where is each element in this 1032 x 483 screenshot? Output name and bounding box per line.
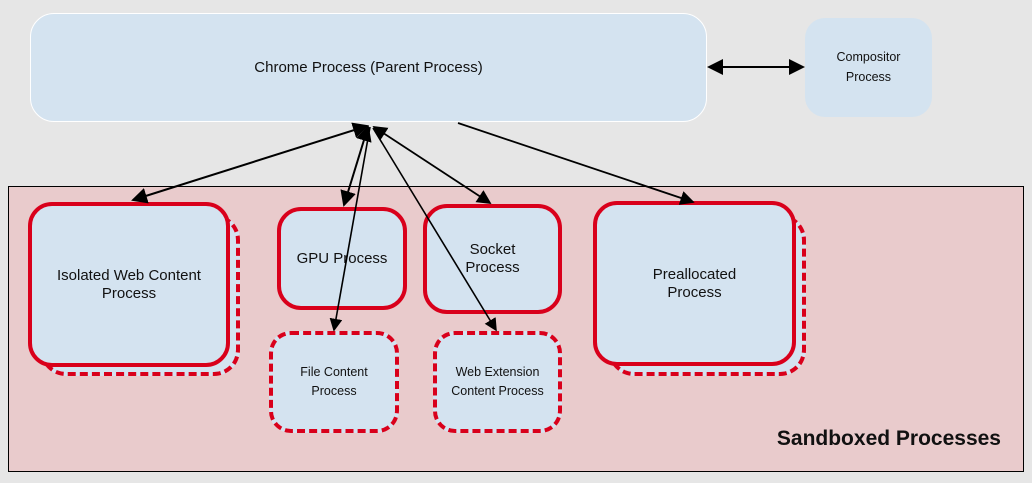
isolated-web-content-process-node: Isolated Web Content Process	[28, 202, 230, 367]
file-content-process-node: File Content Process	[269, 331, 399, 433]
socket-process-node: Socket Process	[423, 204, 562, 314]
gpu-process-label: GPU Process	[296, 249, 388, 267]
gpu-process-node: GPU Process	[277, 207, 407, 310]
web-extension-content-process-node: Web Extension Content Process	[433, 331, 562, 433]
file-content-process-label: File Content Process	[300, 364, 368, 398]
preallocated-process-label: Preallocated Process	[652, 265, 737, 301]
sandboxed-processes-label: Sandboxed Processes	[776, 427, 1001, 450]
compositor-process-node: Compositor Process	[805, 18, 932, 117]
web-extension-content-process-label: Web Extension Content Process	[451, 364, 544, 398]
socket-process-label: Socket Process	[465, 241, 520, 276]
preallocated-process-node: Preallocated Process	[593, 201, 796, 366]
chrome-parent-process-label: Chrome Process (Parent Process)	[254, 59, 483, 76]
isolated-web-content-process-label: Isolated Web Content Process	[57, 266, 201, 302]
compositor-process-label: Compositor Process	[836, 50, 901, 84]
chrome-parent-process-node: Chrome Process (Parent Process)	[30, 13, 707, 122]
